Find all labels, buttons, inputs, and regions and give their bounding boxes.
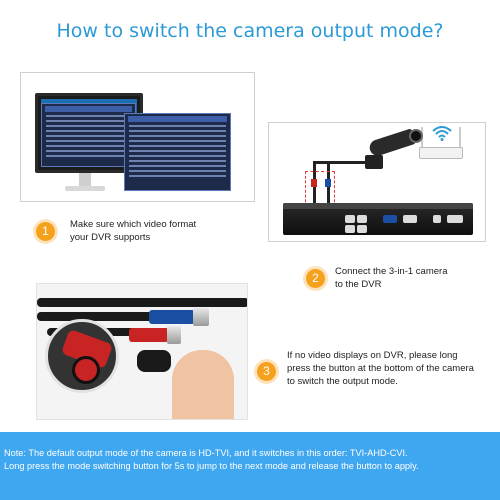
bnc-metal-tip	[193, 308, 209, 326]
blue-plug	[325, 179, 331, 187]
page-title: How to switch the camera output mode?	[56, 20, 444, 42]
note-text: Note: The default output mode of the cam…	[4, 448, 419, 471]
red-bnc-connector	[129, 328, 169, 342]
note-banner: Note: The default output mode of the cam…	[0, 432, 500, 500]
step-3-text: If no video displays on DVR, please long…	[287, 350, 474, 387]
black-cable	[37, 312, 187, 321]
red-plug	[311, 179, 317, 187]
dvr-settings-illustration	[20, 72, 255, 202]
step-3-badge: 3	[257, 362, 276, 381]
monitor-base	[65, 186, 105, 191]
dvr-icon	[283, 203, 473, 235]
step-2-text: Connect the 3-in-1 camera to the DVR	[335, 266, 448, 290]
osd-menu-window	[41, 103, 136, 167]
blue-bnc-connector	[149, 310, 195, 324]
osd-menu-window-front	[124, 113, 231, 191]
step-1-text: Make sure which video format your DVR su…	[70, 219, 197, 243]
camera-dvr-connection-illustration	[268, 122, 486, 242]
finger-pressing-button	[172, 350, 234, 419]
step-1-badge: 1	[36, 222, 55, 241]
router-antenna	[459, 127, 461, 149]
camera-cable	[313, 161, 371, 164]
connector-highlight	[305, 171, 335, 207]
monitor-stand	[79, 173, 91, 187]
step-2-badge: 2	[306, 269, 325, 288]
camera-mount	[365, 155, 383, 169]
mode-button-housing	[137, 350, 171, 372]
wifi-icon	[432, 126, 452, 141]
bnc-metal-tip	[167, 326, 181, 344]
mode-button-photo	[36, 283, 248, 420]
camera-lens	[409, 129, 423, 143]
black-cable	[37, 298, 247, 307]
zoom-detail-circle	[45, 319, 119, 393]
router-icon	[419, 147, 463, 159]
